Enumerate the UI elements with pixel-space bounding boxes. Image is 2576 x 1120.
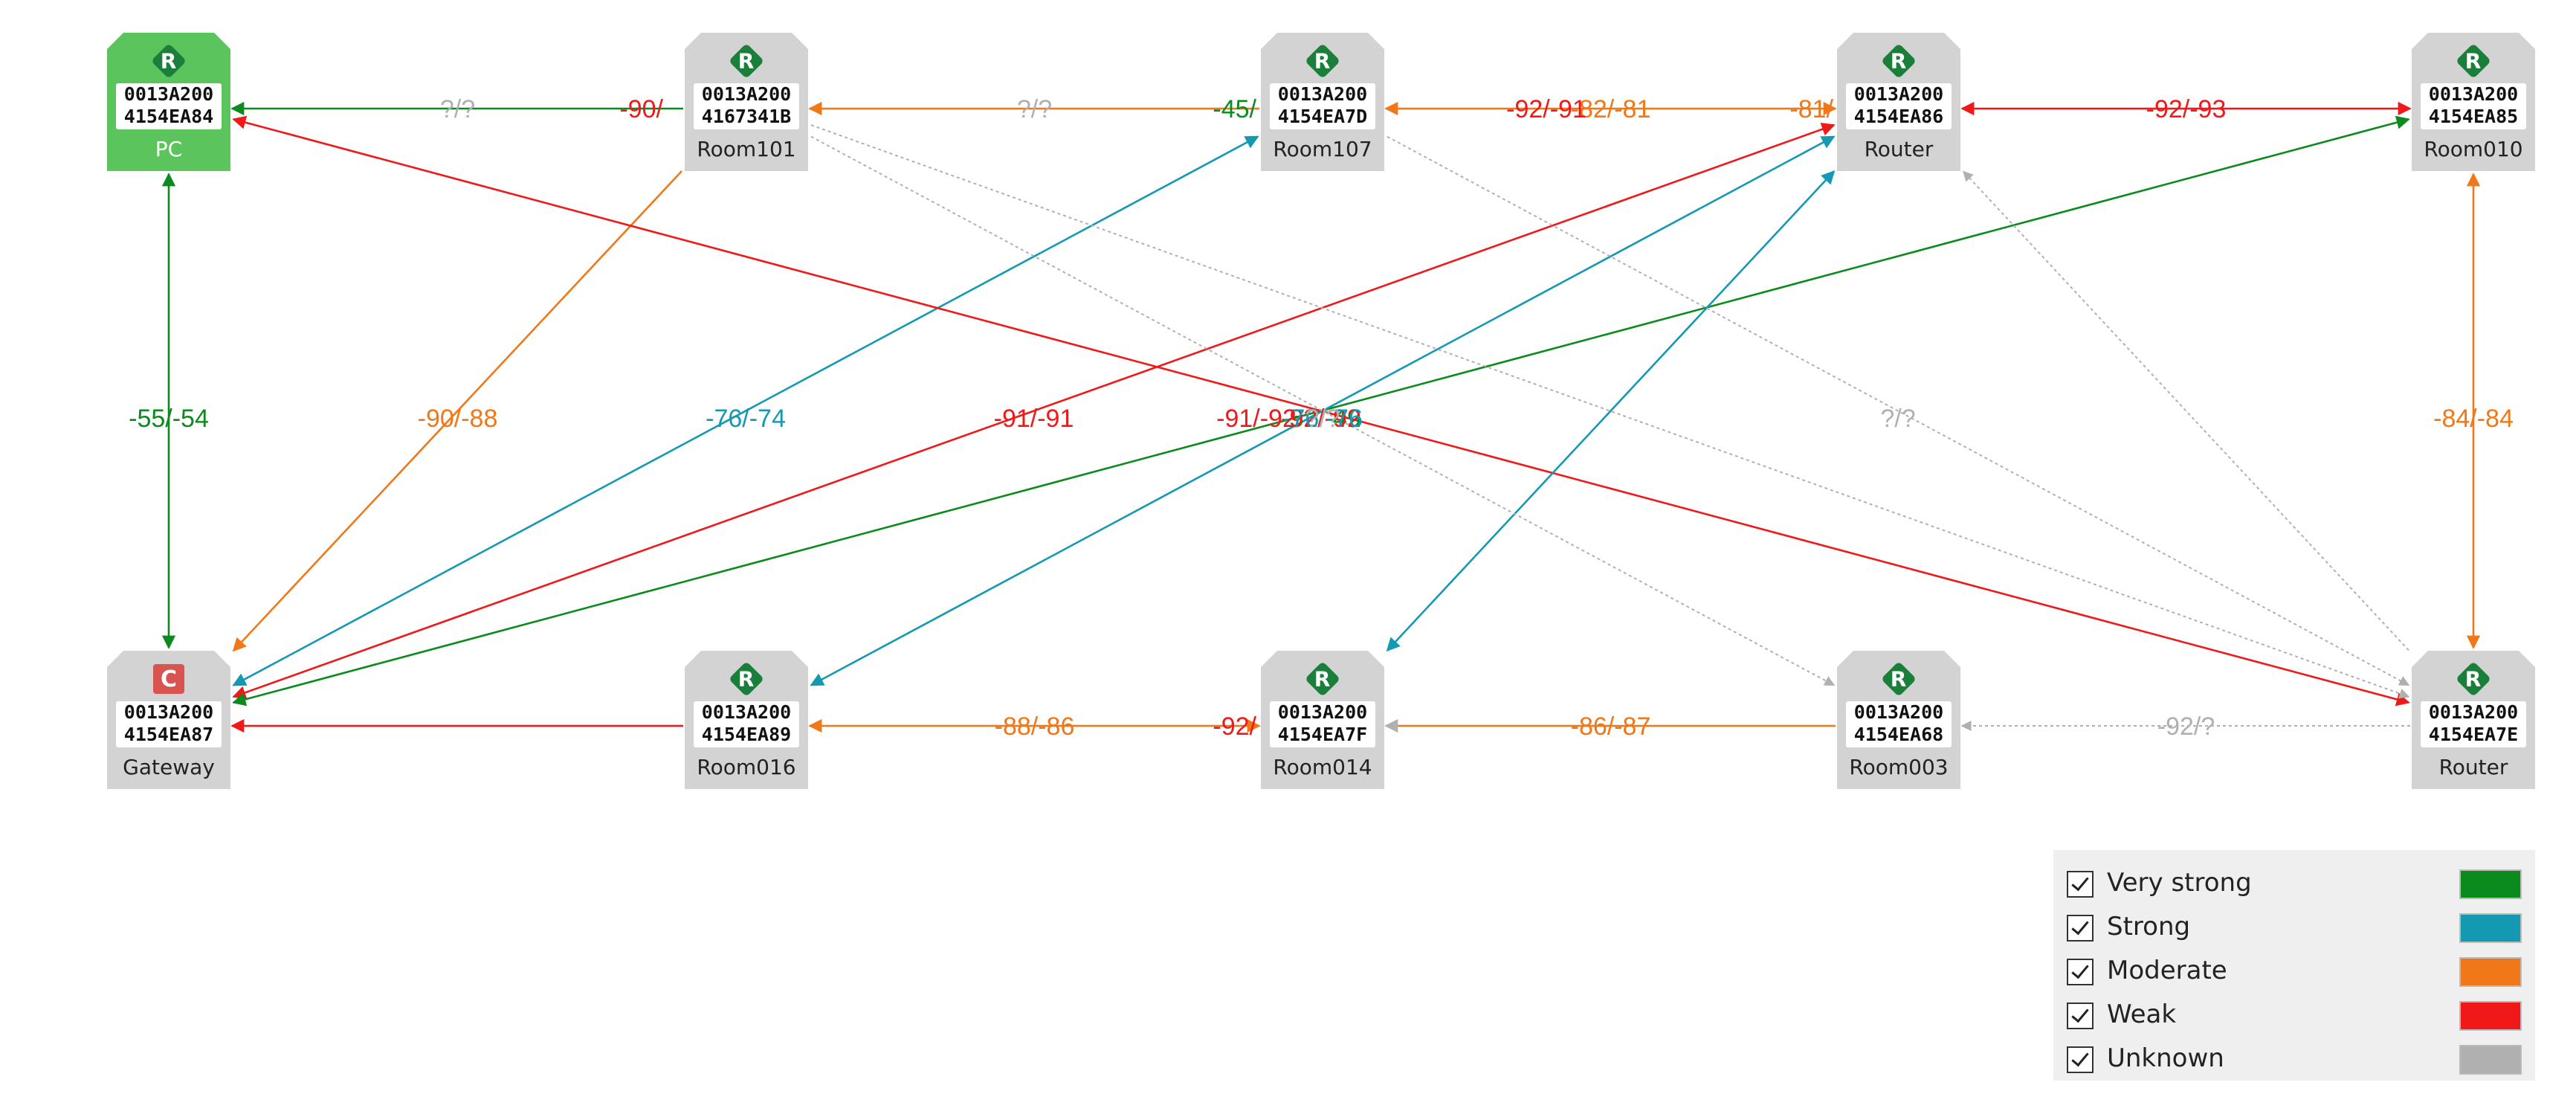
coordinator-icon: C (153, 664, 184, 694)
address-line-2: 4154EA68 (1853, 724, 1944, 745)
checkbox-very-strong[interactable] (2067, 871, 2094, 898)
legend-item-very-strong[interactable]: Very strong (2067, 865, 2522, 901)
badge-letter: R (1314, 666, 1331, 692)
address-line-1: 0013A200 (2428, 701, 2519, 723)
node-label: Room010 (2424, 137, 2523, 161)
link-room101-gateway[interactable] (232, 170, 682, 652)
address-line-2: 4154EA84 (123, 106, 214, 127)
node-label: Room014 (1273, 755, 1372, 779)
badge-letter: R (1314, 48, 1331, 74)
legend-label: Weak (2107, 1000, 2177, 1029)
node-label: Gateway (123, 755, 215, 779)
address-line-1: 0013A200 (2428, 83, 2519, 105)
badge-letter: R (161, 48, 177, 74)
node-label: Room003 (1849, 755, 1949, 779)
legend-panel: Very strong Strong Moderate Weak Unknown (2053, 850, 2535, 1081)
node-label: Router (1864, 137, 1934, 161)
link-room107-router7e[interactable] (1387, 135, 2410, 686)
legend-item-weak[interactable]: Weak (2067, 997, 2522, 1032)
checkbox-strong[interactable] (2067, 915, 2094, 942)
address-line-2: 4154EA7F (1277, 724, 1368, 745)
node-label: Room101 (697, 137, 796, 161)
address-line-1: 0013A200 (701, 83, 792, 105)
legend-swatch (2459, 1045, 2522, 1075)
legend-swatch (2459, 1001, 2522, 1031)
badge-letter: R (2465, 666, 2482, 692)
address-line-2: 4154EA85 (2428, 106, 2519, 127)
node-label: PC (155, 137, 183, 161)
address-line-1: 0013A200 (701, 701, 792, 723)
legend-item-unknown[interactable]: Unknown (2067, 1040, 2522, 1076)
address-line-2: 4167341B (701, 106, 792, 127)
legend-item-moderate[interactable]: Moderate (2067, 953, 2522, 988)
badge-letter: R (738, 48, 755, 74)
checkbox-unknown[interactable] (2067, 1046, 2094, 1073)
checkbox-weak[interactable] (2067, 1002, 2094, 1029)
legend-label: Very strong (2107, 868, 2252, 898)
address-line-1: 0013A200 (1853, 83, 1944, 105)
legend-swatch (2459, 957, 2522, 987)
address-line-1: 0013A200 (1853, 701, 1944, 723)
address-line-2: 4154EA87 (123, 724, 214, 745)
link-room107-gateway[interactable] (232, 135, 1259, 686)
address-line-2: 4154EA86 (1853, 106, 1944, 127)
badge-letter: R (738, 666, 755, 692)
link-router7e-router86[interactable] (1963, 170, 2409, 651)
legend-label: Unknown (2107, 1043, 2224, 1073)
address-line-2: 4154EA89 (701, 724, 792, 745)
node-label: Room107 (1273, 137, 1372, 161)
node-label: Router (2438, 755, 2508, 779)
legend-swatch (2459, 869, 2522, 899)
node-label: Room016 (697, 755, 796, 779)
address-line-1: 0013A200 (1277, 701, 1368, 723)
badge-letter: R (1891, 48, 1907, 74)
legend-label: Strong (2107, 912, 2191, 942)
address-line-2: 4154EA7E (2428, 724, 2519, 745)
address-line-1: 0013A200 (123, 83, 214, 105)
badge-letter: R (1891, 666, 1907, 692)
badge-letter: R (2465, 48, 2482, 74)
link-router86-room014[interactable] (1386, 170, 1836, 652)
checkbox-moderate[interactable] (2067, 959, 2094, 985)
badge-letter: C (160, 666, 178, 692)
link-router86-gateway[interactable] (232, 123, 1836, 699)
address-line-1: 0013A200 (1277, 83, 1368, 105)
legend-swatch (2459, 913, 2522, 943)
legend-item-strong[interactable]: Strong (2067, 909, 2522, 944)
legend-label: Moderate (2107, 956, 2227, 985)
address-line-1: 0013A200 (123, 701, 214, 723)
address-line-2: 4154EA7D (1277, 106, 1368, 127)
